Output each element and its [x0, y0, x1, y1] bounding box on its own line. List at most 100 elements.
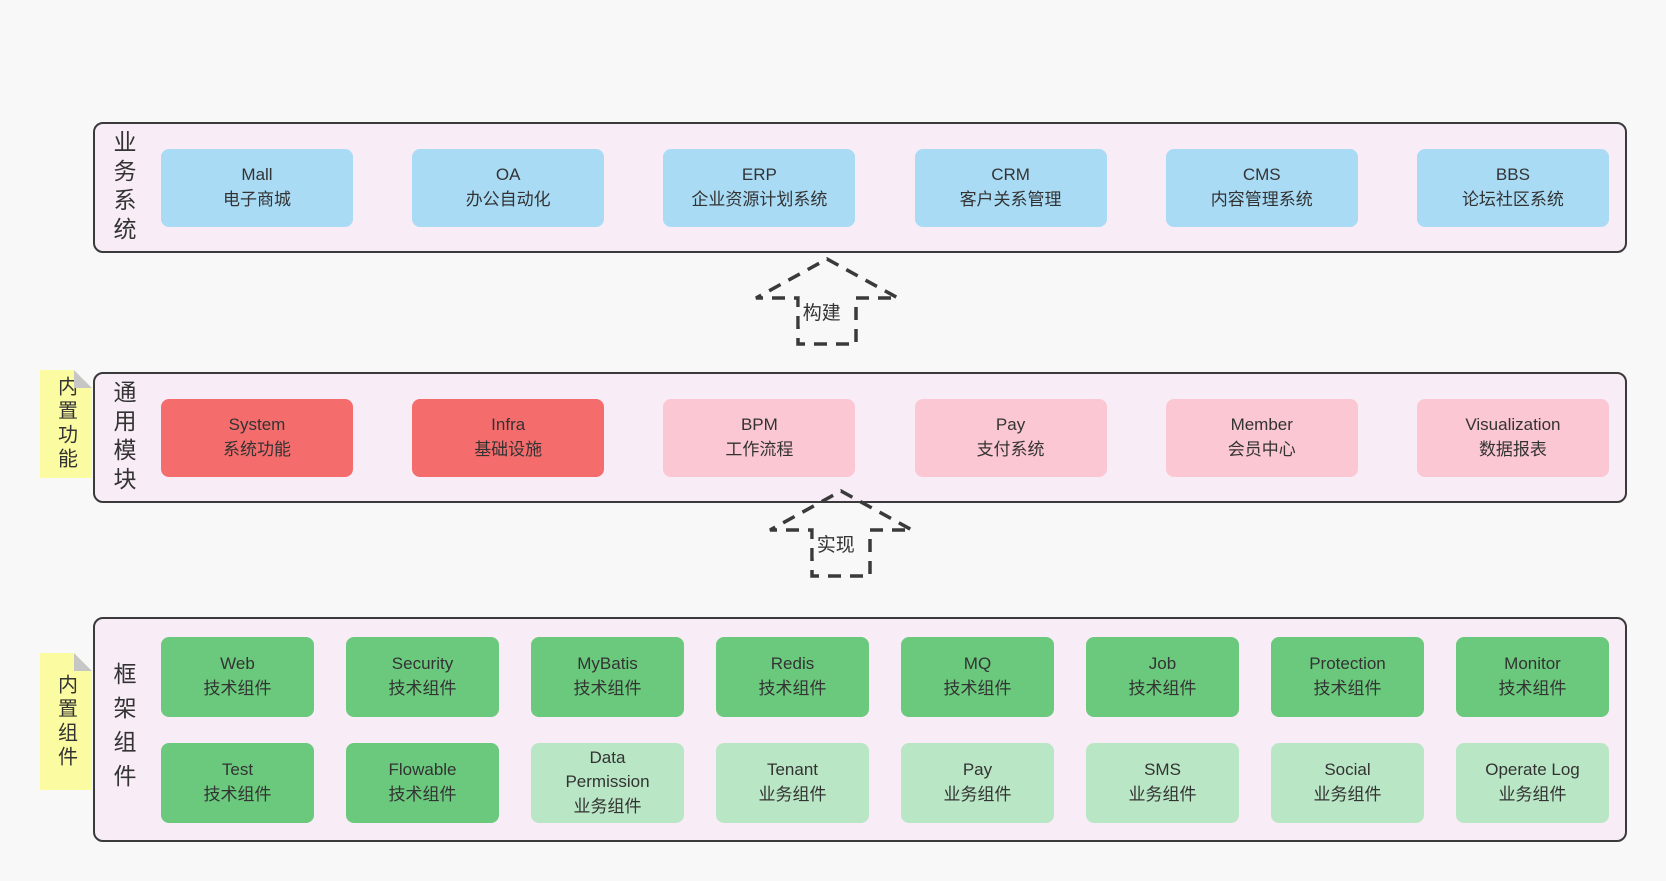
box-pay: Pay 支付系统: [914, 398, 1107, 477]
box-name: MyBatis: [577, 654, 638, 674]
box-name: Visualization: [1465, 415, 1561, 435]
box-member: Member 会员中心: [1165, 398, 1358, 477]
box-name: MQ: [963, 654, 992, 674]
box-pay-biz: Pay 业务组件: [901, 742, 1054, 823]
components-rows: Web 技术组件 Security 技术组件 MyBatis 技术组件 Redi…: [145, 619, 1625, 840]
sticky-note-builtin-components: 内置组件: [40, 653, 92, 790]
sticky-note-text: 内置功能: [54, 376, 77, 472]
box-name: Mall: [241, 165, 273, 185]
box-desc: 业务组件: [1313, 784, 1382, 804]
build-arrow: 构建: [752, 255, 902, 347]
box-desc: 业务组件: [943, 784, 1012, 804]
box-name: Operate Log: [1485, 760, 1580, 780]
box-desc: 论坛社区系统: [1461, 189, 1564, 209]
box-desc: 业务组件: [1498, 784, 1567, 804]
box-desc: 技术组件: [1128, 678, 1197, 698]
box-infra: Infra 基础设施: [412, 398, 605, 477]
box-job: Job 技术组件: [1086, 636, 1239, 717]
box-security: Security 技术组件: [346, 636, 499, 717]
implement-arrow-label: 实现: [813, 529, 858, 558]
box-name: BPM: [740, 415, 778, 435]
box-desc: 工作流程: [725, 439, 794, 459]
box-desc: 电子商城: [223, 189, 291, 209]
layer-business-systems: 业务系统 Mall 电子商城 OA 办公自动化 ERP 企业资源计划系统 CRM…: [93, 122, 1627, 253]
box-web: Web 技术组件: [161, 636, 314, 717]
box-name: Monitor: [1504, 654, 1561, 674]
build-arrow-label: 构建: [799, 297, 844, 326]
box-desc: 技术组件: [1498, 678, 1567, 698]
box-desc: 系统功能: [223, 439, 291, 459]
box-name: OA: [495, 165, 521, 185]
box-bpm: BPM 工作流程: [663, 398, 856, 477]
box-name: Social: [1324, 760, 1371, 780]
box-name: Pay: [962, 760, 993, 780]
sticky-note-text: 内置组件: [54, 673, 77, 770]
modules-boxes-row: System 系统功能 Infra 基础设施 BPM 工作流程 Pay 支付系统…: [145, 374, 1625, 501]
box-name: CMS: [1242, 165, 1281, 185]
box-bbs: BBS 论坛社区系统: [1416, 148, 1609, 227]
layer-framework-components: 框架组件 Web 技术组件 Security 技术组件 MyBatis 技术组件…: [93, 617, 1627, 842]
box-desc: 业务组件: [573, 796, 642, 816]
layer-common-modules: 通用模块 System 系统功能 Infra 基础设施 BPM 工作流程 Pay…: [93, 372, 1627, 503]
box-redis: Redis 技术组件: [716, 636, 869, 717]
up-arrow-icon: [755, 257, 899, 346]
box-name: Protection: [1309, 654, 1386, 674]
box-desc: 技术组件: [203, 678, 272, 698]
box-visualization: Visualization 数据报表: [1416, 398, 1609, 477]
box-monitor: Monitor 技术组件: [1456, 636, 1609, 717]
box-name: ERP: [741, 165, 777, 185]
box-name: CRM: [991, 165, 1030, 185]
box-system: System 系统功能: [161, 398, 353, 477]
box-operate-log: Operate Log 业务组件: [1456, 742, 1609, 823]
box-name: Data Permission: [565, 748, 650, 792]
box-desc: 业务组件: [1128, 784, 1197, 804]
box-desc: 技术组件: [388, 784, 457, 804]
box-social: Social 业务组件: [1271, 742, 1424, 823]
box-desc: 技术组件: [758, 678, 827, 698]
box-name: Flowable: [388, 760, 457, 780]
box-desc: 内容管理系统: [1210, 189, 1313, 209]
implement-arrow: 实现: [766, 487, 916, 579]
up-arrow-icon: [769, 489, 913, 578]
box-name: SMS: [1144, 760, 1181, 780]
box-desc: 办公自动化: [465, 189, 551, 209]
box-mall: Mall 电子商城: [161, 148, 353, 227]
box-desc: 技术组件: [1313, 678, 1382, 698]
layer-title-business: 业务系统: [110, 129, 136, 246]
box-desc: 技术组件: [388, 678, 457, 698]
box-desc: 技术组件: [573, 678, 642, 698]
components-row-1: Web 技术组件 Security 技术组件 MyBatis 技术组件 Redi…: [161, 636, 1609, 717]
box-data-permission: Data Permission 业务组件: [531, 742, 684, 823]
box-protection: Protection 技术组件: [1271, 636, 1424, 717]
box-desc: 技术组件: [203, 784, 272, 804]
box-desc: 数据报表: [1478, 439, 1547, 459]
box-name: BBS: [1495, 165, 1530, 185]
box-cms: CMS 内容管理系统: [1165, 148, 1358, 227]
box-name: Infra: [491, 415, 526, 435]
box-desc: 技术组件: [943, 678, 1012, 698]
components-row-2: Test 技术组件 Flowable 技术组件 Data Permission …: [161, 742, 1609, 823]
box-desc: 企业资源计划系统: [691, 189, 828, 209]
box-flowable: Flowable 技术组件: [346, 742, 499, 823]
box-name: Tenant: [766, 760, 819, 780]
box-desc: 基础设施: [474, 439, 543, 459]
sticky-note-builtin-functions: 内置功能: [40, 370, 92, 478]
layer-title-components: 框架组件: [110, 661, 136, 798]
box-name: System: [228, 415, 286, 435]
box-tenant: Tenant 业务组件: [716, 742, 869, 823]
box-name: Job: [1148, 654, 1177, 674]
box-desc: 客户关系管理: [959, 189, 1062, 209]
box-mybatis: MyBatis 技术组件: [531, 636, 684, 717]
box-name: Security: [391, 654, 454, 674]
box-desc: 会员中心: [1227, 439, 1296, 459]
box-name: Test: [221, 760, 254, 780]
box-crm: CRM 客户关系管理: [914, 148, 1107, 227]
box-name: Pay: [995, 415, 1026, 435]
box-test: Test 技术组件: [161, 742, 314, 823]
box-name: Redis: [770, 654, 815, 674]
layer-title-modules: 通用模块: [110, 379, 136, 496]
business-boxes-row: Mall 电子商城 OA 办公自动化 ERP 企业资源计划系统 CRM 客户关系…: [145, 124, 1625, 251]
box-mq: MQ 技术组件: [901, 636, 1054, 717]
box-name: Member: [1230, 415, 1293, 435]
box-name: Web: [220, 654, 255, 674]
